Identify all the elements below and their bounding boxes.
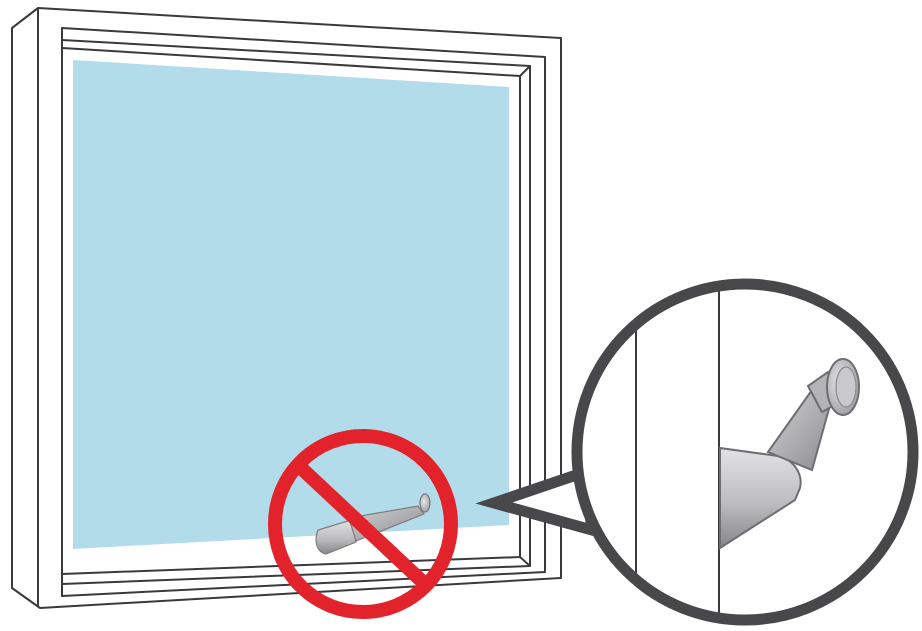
sash-corner-line-bottom <box>519 556 531 567</box>
callout-ring <box>571 278 919 626</box>
handle-knob <box>419 493 431 513</box>
prohibited-ring <box>268 429 458 619</box>
prohibited-slash <box>294 460 432 592</box>
zoom-handle-knob-face <box>835 366 857 408</box>
handle-grip <box>315 519 357 555</box>
magnifier-callout-icon <box>571 278 919 626</box>
frame-bevel-top-left <box>11 7 39 29</box>
sash-corner-line <box>519 65 531 77</box>
glass-pane-icon <box>73 60 509 549</box>
prohibited-icon <box>268 429 458 619</box>
